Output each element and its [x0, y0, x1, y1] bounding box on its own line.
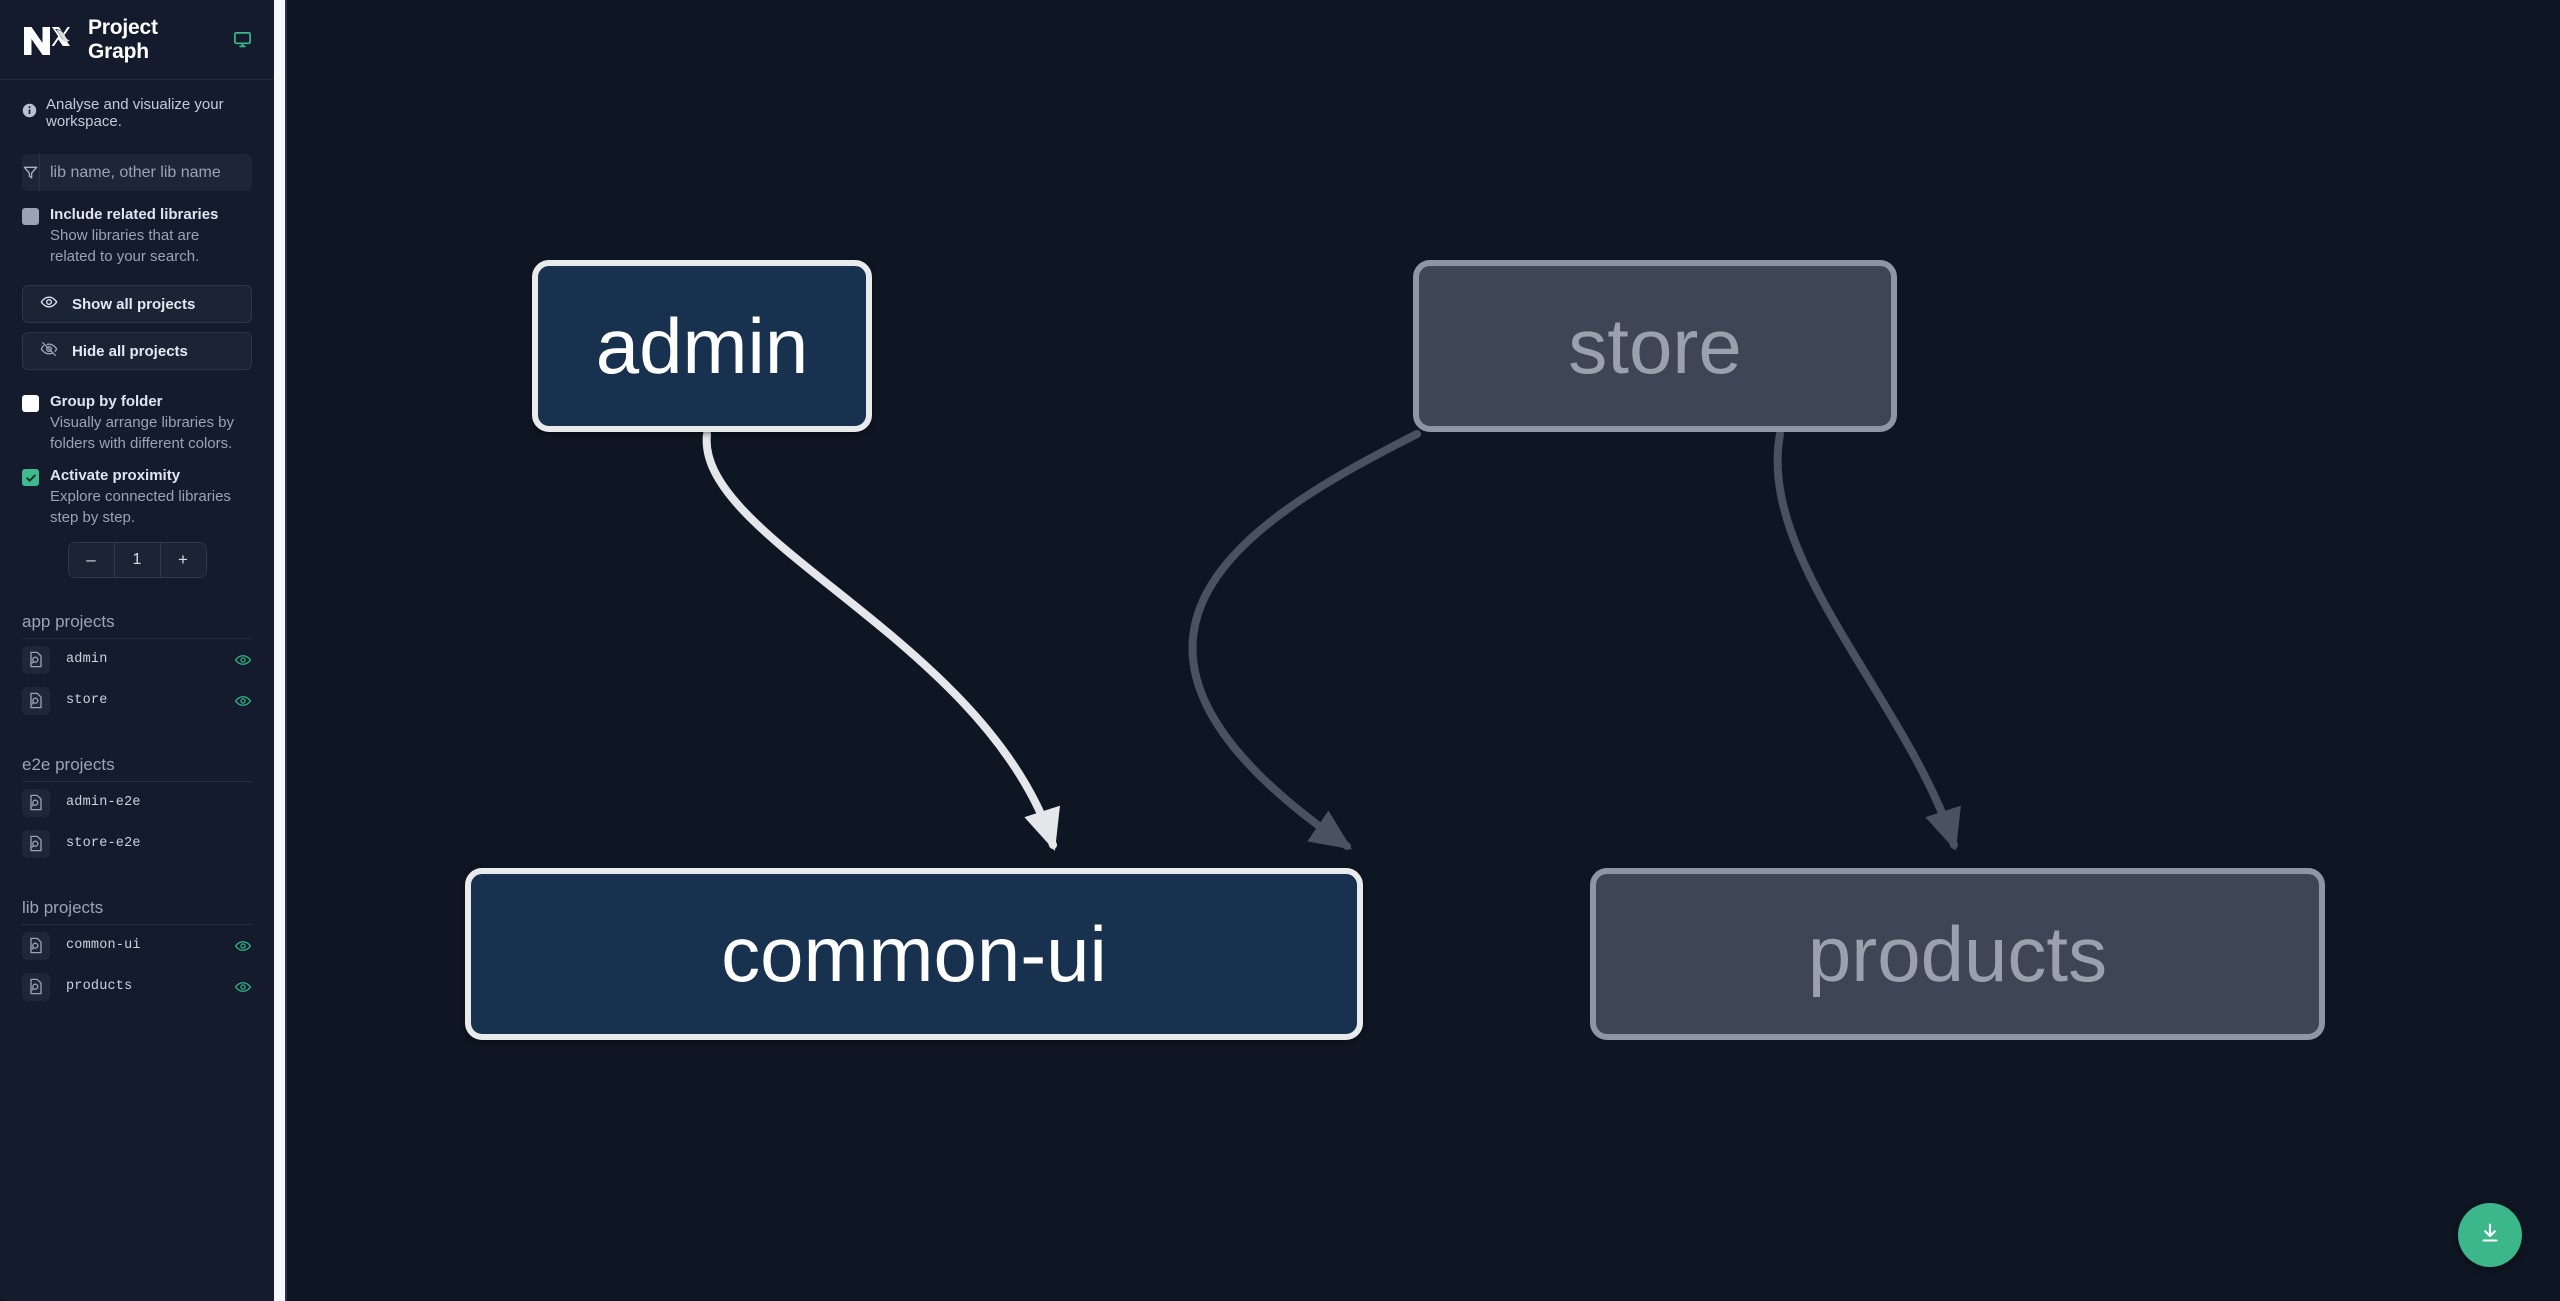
graph-canvas[interactable]: admin store common-ui products: [287, 0, 2560, 1301]
option-include-related-libraries[interactable]: Include related libraries Show libraries…: [0, 191, 274, 267]
project-row-common-ui[interactable]: common-ui: [22, 925, 252, 966]
project-file-icon: [22, 972, 50, 1001]
edge-store-to-products: [1773, 430, 1961, 851]
graph-node-admin[interactable]: admin: [532, 260, 872, 432]
edge-admin-to-common-ui: [702, 430, 1060, 851]
proximity-stepper: – 1 +: [67, 542, 207, 578]
group-by-folder-label: Group by folder: [50, 393, 163, 410]
hide-all-projects-label: Hide all projects: [72, 342, 188, 360]
eye-off-icon: [40, 340, 58, 362]
include-related-libraries-checkbox[interactable]: [22, 208, 39, 225]
group-by-folder-desc: Visually arrange libraries by folders wi…: [50, 414, 234, 452]
include-related-libraries-label: Include related libraries: [50, 206, 219, 223]
project-visibility-eye-icon[interactable]: [234, 692, 252, 710]
project-name: admin: [66, 652, 108, 667]
sidebar: Project Graph Analyse and visualize your…: [0, 0, 274, 1301]
workspace-blurb-text: Analyse and visualize your workspace.: [46, 96, 224, 130]
search-input[interactable]: [40, 154, 252, 191]
download-icon: [2477, 1220, 2503, 1251]
eye-icon: [40, 293, 58, 315]
option-activate-proximity[interactable]: Activate proximity Explore connected lib…: [0, 454, 274, 528]
project-row-store[interactable]: store: [22, 680, 252, 721]
group-by-folder-checkbox[interactable]: [22, 395, 39, 412]
option-group-by-folder[interactable]: Group by folder Visually arrange librari…: [0, 370, 274, 454]
proximity-increment-button[interactable]: +: [160, 543, 206, 577]
sidebar-scrollbar[interactable]: [274, 0, 285, 1301]
include-related-libraries-desc: Show libraries that are related to your …: [50, 227, 200, 265]
project-row-admin[interactable]: admin: [22, 639, 252, 680]
project-file-icon: [22, 931, 50, 960]
project-name: store: [66, 693, 108, 708]
download-graph-button[interactable]: [2458, 1203, 2522, 1267]
project-visibility-eye-icon[interactable]: [234, 937, 252, 955]
graph-node-label: store: [1568, 302, 1742, 390]
proximity-decrement-button[interactable]: –: [68, 543, 114, 577]
project-file-icon: [22, 686, 50, 715]
project-name: common-ui: [66, 938, 141, 953]
graph-node-label: common-ui: [721, 910, 1107, 998]
divider: [22, 638, 252, 639]
search-container: [0, 140, 274, 191]
proximity-value: 1: [113, 543, 161, 577]
project-name: products: [66, 979, 133, 994]
graph-edges: [702, 430, 1961, 851]
divider: [22, 924, 252, 925]
app-title: Project Graph: [88, 15, 158, 63]
project-file-icon: [22, 829, 50, 858]
group-app-projects-title: app projects: [22, 612, 115, 631]
group-app-projects: app projects admin: [0, 612, 274, 721]
project-row-store-e2e[interactable]: store-e2e: [22, 823, 252, 864]
hide-all-projects-button[interactable]: Hide all projects: [22, 332, 252, 370]
project-name: admin-e2e: [66, 795, 141, 810]
activate-proximity-desc: Explore connected libraries step by step…: [50, 488, 231, 526]
project-file-icon: [22, 788, 50, 817]
project-visibility-eye-icon[interactable]: [234, 978, 252, 996]
search-box[interactable]: [22, 154, 252, 191]
project-row-admin-e2e[interactable]: admin-e2e: [22, 782, 252, 823]
group-lib-projects: lib projects common-ui: [0, 898, 274, 1007]
project-file-icon: [22, 645, 50, 674]
graph-node-store[interactable]: store: [1413, 260, 1897, 432]
visibility-buttons: Show all projects Hide all projects: [0, 267, 274, 370]
graph-node-label: products: [1807, 910, 2108, 998]
filter-icon: [22, 154, 40, 191]
edge-store-to-common-ui: [1188, 430, 1421, 850]
activate-proximity-label: Activate proximity: [50, 467, 181, 484]
group-e2e-projects: e2e projects admin-e2e: [0, 755, 274, 864]
group-e2e-projects-title: e2e projects: [22, 755, 115, 774]
workspace-blurb: Analyse and visualize your workspace.: [0, 80, 274, 140]
info-icon: [22, 103, 37, 123]
graph-node-products[interactable]: products: [1590, 868, 2325, 1040]
divider: [22, 781, 252, 782]
proximity-stepper-container: – 1 +: [0, 528, 274, 578]
monitor-icon[interactable]: [233, 30, 252, 49]
activate-proximity-checkbox[interactable]: [22, 469, 39, 486]
nx-logo-icon: [22, 23, 70, 57]
graph-node-common-ui[interactable]: common-ui: [465, 868, 1363, 1040]
sidebar-divider: [285, 0, 287, 1301]
group-lib-projects-title: lib projects: [22, 898, 104, 917]
project-name: store-e2e: [66, 836, 141, 851]
graph-node-label: admin: [595, 302, 809, 390]
show-all-projects-button[interactable]: Show all projects: [22, 285, 252, 323]
sidebar-header: Project Graph: [0, 0, 274, 80]
show-all-projects-label: Show all projects: [72, 295, 196, 313]
project-visibility-eye-icon[interactable]: [234, 651, 252, 669]
project-row-products[interactable]: products: [22, 966, 252, 1007]
